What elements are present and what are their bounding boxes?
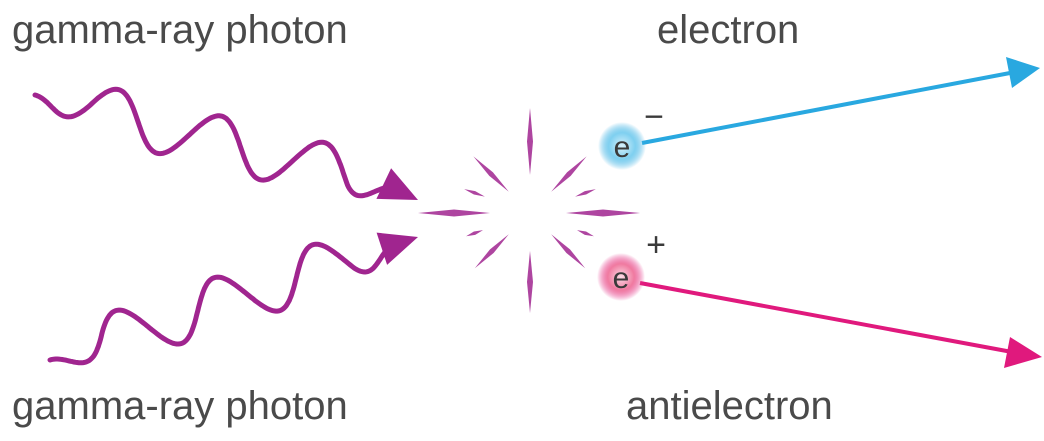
photon-top-arrowhead (376, 168, 418, 200)
burst-ray (551, 156, 587, 192)
photon-top-label: gamma-ray photon (12, 8, 348, 52)
burst-ray (473, 156, 509, 192)
antielectron-glow (597, 253, 645, 301)
electron-track (641, 57, 1040, 145)
photon-bottom-label: gamma-ray photon (12, 384, 348, 428)
burst-ray (577, 230, 594, 237)
burst-ray (575, 189, 596, 197)
photon-bottom-wave (47, 232, 418, 366)
burst-ray (566, 209, 640, 217)
antielectron-track (639, 281, 1042, 368)
electron-charge: − (644, 98, 664, 136)
photon-top-wave (32, 86, 418, 200)
electron-label: electron (657, 8, 800, 52)
electron-arrowhead (1006, 57, 1040, 88)
burst-ray (418, 209, 490, 217)
electron-particle: e − (598, 98, 664, 170)
burst-ray (474, 234, 509, 269)
antielectron-particle: e + (597, 226, 666, 301)
antielectron-symbol: e (613, 262, 630, 295)
collision-burst (418, 108, 640, 313)
antielectron-arrowhead (1004, 337, 1042, 368)
burst-ray (464, 189, 485, 197)
burst-ray (527, 251, 533, 313)
burst-ray (466, 230, 483, 237)
antielectron-charge: + (646, 226, 666, 264)
electron-glow (598, 122, 646, 170)
antielectron-label: antielectron (626, 384, 833, 428)
burst-ray (551, 234, 586, 269)
burst-ray (527, 108, 533, 175)
electron-symbol: e (614, 131, 631, 164)
photon-bottom-arrowhead (376, 232, 418, 265)
